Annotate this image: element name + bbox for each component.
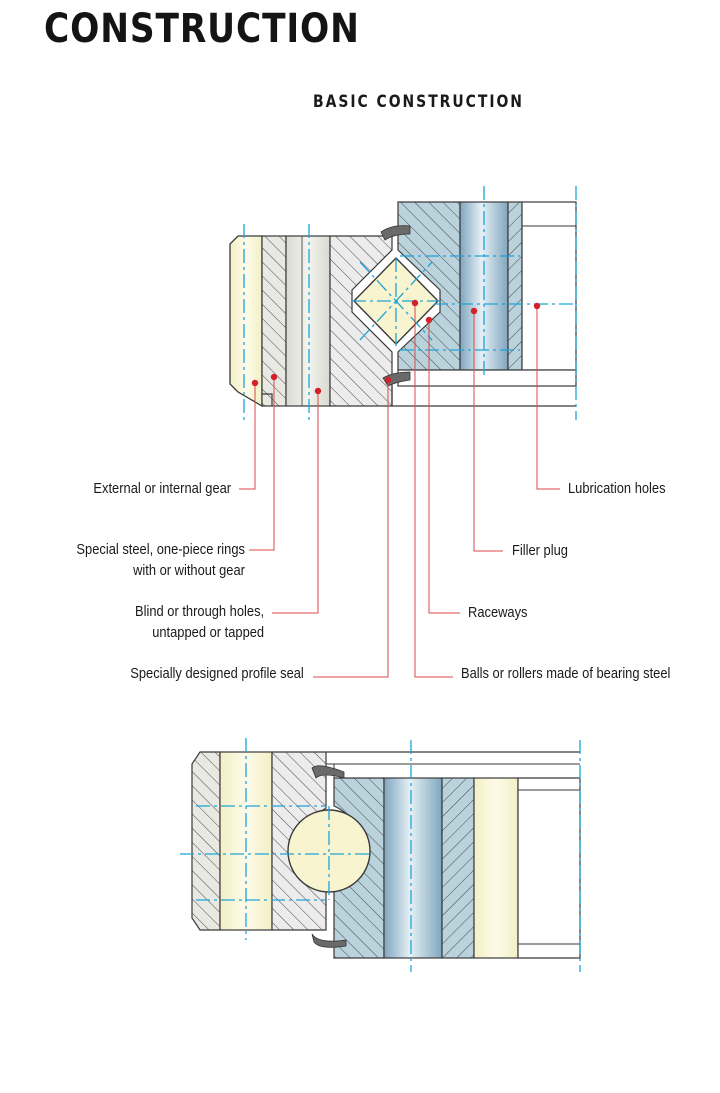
marker-balls: [411, 299, 419, 307]
marker-holes: [314, 387, 322, 395]
label-holes-line2: untapped or tapped: [152, 624, 264, 641]
label-raceways: Raceways: [468, 602, 528, 623]
label-rings-line1: Special steel, one-piece rings: [76, 541, 245, 558]
label-gear-text: External or internal gear: [93, 480, 231, 497]
top-bearing-section: [229, 186, 577, 420]
label-seal: Specially designed profile seal: [130, 663, 304, 684]
page-title: CONSTRUCTION: [44, 6, 360, 52]
label-holes: Blind or through holes, untapped or tapp…: [135, 601, 264, 643]
leader-lines: [239, 303, 560, 678]
label-raceways-text: Raceways: [468, 604, 528, 621]
label-balls: Balls or rollers made of bearing steel: [461, 663, 670, 684]
label-filler: Filler plug: [512, 540, 568, 561]
marker-rings: [270, 373, 278, 381]
leader-markers: [251, 299, 541, 395]
top-centerlines: [243, 186, 577, 420]
marker-gear: [251, 379, 259, 387]
marker-lubrication: [533, 302, 541, 310]
bottom-inner-ring: [333, 764, 581, 959]
label-rings-line2: with or without gear: [133, 562, 245, 579]
label-holes-line1: Blind or through holes,: [134, 603, 264, 620]
bottom-profile-seals: [311, 765, 347, 948]
label-gear: External or internal gear: [93, 478, 231, 499]
label-seal-text: Specially designed profile seal: [130, 665, 304, 682]
marker-filler: [470, 307, 478, 315]
label-rings: Special steel, one-piece rings with or w…: [76, 539, 245, 581]
label-filler-text: Filler plug: [512, 542, 568, 559]
bottom-centerlines: [180, 738, 581, 972]
diagram-subtitle: BASIC CONSTRUCTION: [313, 92, 524, 112]
marker-seal: [384, 376, 392, 384]
label-lubrication-text: Lubrication holes: [568, 480, 666, 497]
label-lubrication: Lubrication holes: [568, 478, 666, 499]
bottom-bearing-section: [180, 738, 581, 972]
marker-raceways: [425, 316, 433, 324]
label-balls-text: Balls or rollers made of bearing steel: [461, 665, 671, 682]
